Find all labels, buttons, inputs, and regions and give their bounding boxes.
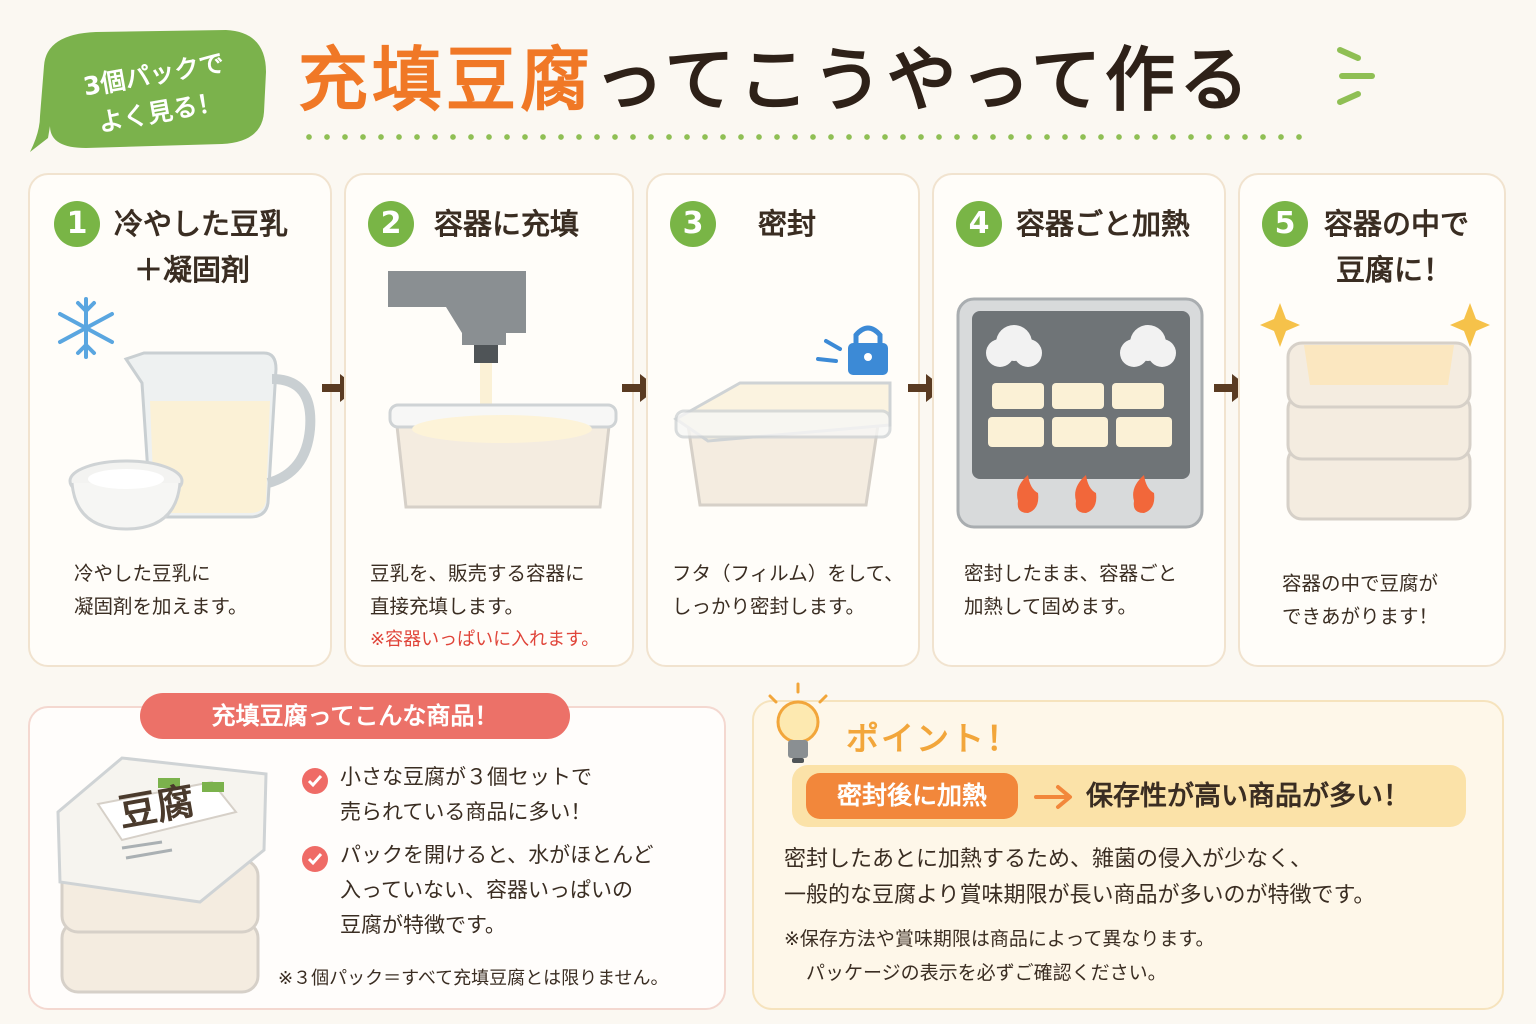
bullet2-line1: パックを開けると、水がほとんど bbox=[340, 843, 654, 867]
step-card-2: 2 容器に充填 豆乳を、販売する容器に 直接充填します。 ※容器いっぱいに入れま… bbox=[344, 173, 634, 667]
step-title: 密封 bbox=[758, 207, 817, 241]
point-note-line2: パッケージの表示を必ずご確認ください。 bbox=[806, 962, 1167, 984]
step-desc-1: 密封したまま、容器ごと bbox=[964, 562, 1178, 585]
step-title-2: ＋凝固剤 bbox=[134, 253, 251, 287]
step-desc-1: 容器の中で豆腐が bbox=[1282, 572, 1439, 595]
step-desc-2: できあがります！ bbox=[1282, 605, 1439, 628]
step-title: 容器の中で bbox=[1324, 207, 1470, 241]
step-title-2: 豆腐に！ bbox=[1336, 253, 1453, 287]
step-number: 4 bbox=[956, 201, 1002, 247]
step-card-3: 3 密封 フタ（フィルム）をして、 しっかり密封します。 bbox=[646, 173, 920, 667]
point-pill: 密封後に加熱 bbox=[806, 773, 1018, 819]
step-card-5: 5 容器の中で 豆腐に！ 容器の中で豆腐が できあがります！ bbox=[1238, 173, 1506, 667]
point-body-line2: 一般的な豆腐より賞味期限が長い商品が多いのが特徴です。 bbox=[784, 883, 1376, 908]
step-desc-1: 豆乳を、販売する容器に bbox=[370, 562, 585, 585]
step-title: 冷やした豆乳 bbox=[114, 207, 289, 241]
soymilk-pitcher-icon bbox=[58, 297, 316, 531]
tofu-package-icon bbox=[56, 756, 268, 994]
bullet2-line2: 入っていない、容器いっぱいの bbox=[340, 878, 633, 902]
product-box-heading: 充填豆腐ってこんな商品！ bbox=[140, 693, 570, 739]
point-box bbox=[752, 700, 1504, 1010]
heating-oven-icon bbox=[956, 297, 1204, 529]
step-desc-2: 凝固剤を加えます。 bbox=[74, 595, 248, 618]
filling-machine-icon bbox=[388, 271, 618, 509]
title-rest: ってこうやって作る bbox=[594, 39, 1253, 121]
step-desc-2: 加熱して固めます。 bbox=[964, 595, 1137, 618]
page-title: 充填豆腐ってこうやって作る bbox=[298, 30, 1253, 130]
sparkle-lines-icon bbox=[1337, 47, 1375, 105]
step-number: 2 bbox=[368, 201, 414, 247]
point-result: 保存性が高い商品が多い！ bbox=[1086, 781, 1410, 812]
lightbulb-icon bbox=[768, 682, 828, 763]
step-card-4: 4 容器ごと加熱 密封したまま、容器ごと 加熱して固めます。 bbox=[932, 173, 1226, 667]
step-note: ※容器いっぱいに入れます。 bbox=[370, 629, 600, 650]
title-accent: 充填豆腐 bbox=[298, 39, 594, 121]
point-body-line1: 密封したあとに加熱するため、雑菌の侵入が少なく、 bbox=[784, 847, 1313, 872]
step-title: 容器に充填 bbox=[434, 207, 580, 241]
step-title: 容器ごと加熱 bbox=[1016, 207, 1191, 241]
header-badge: 3個パックで よく見る！ bbox=[26, 26, 272, 152]
step-number: 3 bbox=[670, 201, 716, 247]
product-footnote: ※３個パック＝すべて充填豆腐とは限りません。 bbox=[278, 968, 669, 989]
check-icon bbox=[302, 768, 328, 794]
bullet1-line1: 小さな豆腐が３個セットで bbox=[340, 765, 592, 789]
bullet2-line3: 豆腐が特徴です。 bbox=[340, 913, 506, 937]
point-heading: ポイント！ bbox=[846, 719, 1021, 758]
step-desc-1: フタ（フィルム）をして、 bbox=[672, 562, 904, 585]
step-desc-1: 冷やした豆乳に bbox=[74, 562, 211, 585]
point-note-line1: ※保存方法や賞味期限は商品によって異なります。 bbox=[784, 928, 1215, 950]
arrow-right-icon bbox=[1034, 785, 1072, 809]
step-desc-2: 直接充填します。 bbox=[370, 595, 525, 618]
step-number: 1 bbox=[54, 201, 100, 247]
step-desc-2: しっかり密封します。 bbox=[672, 595, 866, 618]
bullet1-line2: 売られている商品に多い！ bbox=[340, 800, 592, 824]
step-number: 5 bbox=[1262, 201, 1308, 247]
title-underline bbox=[300, 134, 1310, 140]
finished-tofu-icon bbox=[1260, 303, 1490, 521]
check-icon bbox=[302, 846, 328, 872]
sealed-container-icon bbox=[673, 325, 892, 507]
step-card-1: 1 冷やした豆乳 ＋凝固剤 冷やした豆乳に 凝固剤を加えます。 bbox=[28, 173, 332, 667]
